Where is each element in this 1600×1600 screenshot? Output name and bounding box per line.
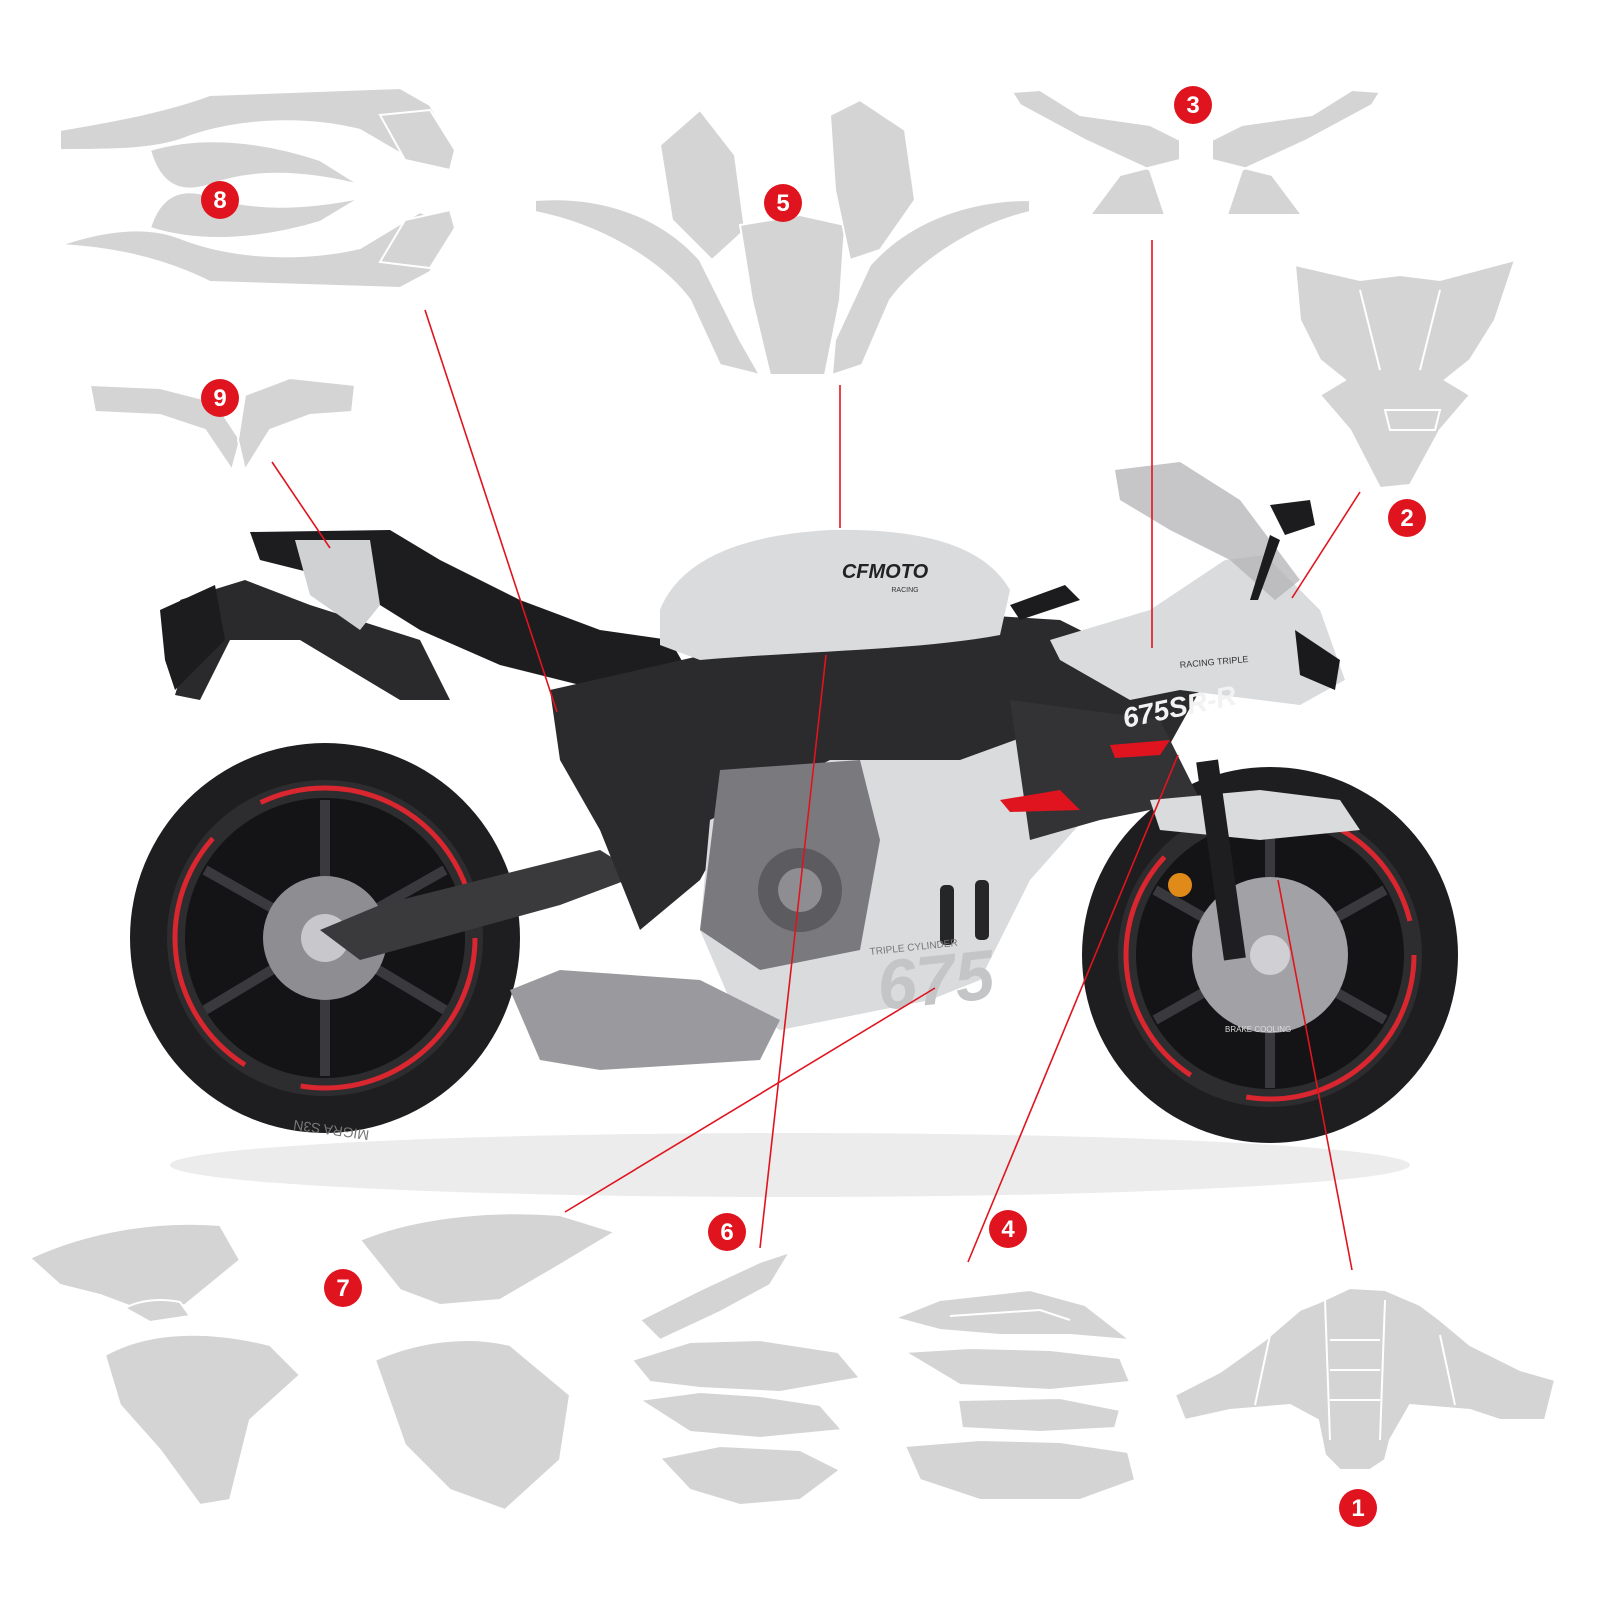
svg-text:5: 5 — [776, 190, 789, 217]
decal-piece-group-3 — [1010, 88, 1382, 216]
motorcycle: CFMOTO RACING 675SR-R 675 TRIPLE CYLINDE… — [130, 462, 1458, 1197]
leader-line-7 — [564, 987, 936, 1213]
leader-line-8 — [424, 309, 558, 713]
svg-text:4: 4 — [1001, 1216, 1015, 1243]
callout-badge-2: 2 — [1388, 499, 1426, 537]
decal-piece-group-7 — [28, 1212, 618, 1512]
decal-piece-group-1 — [1173, 1286, 1557, 1471]
decal-piece-group-2 — [1293, 258, 1517, 490]
decal-piece-group-6 — [630, 1250, 862, 1507]
tank-brand-sub: RACING — [891, 587, 918, 594]
leader-line-4 — [967, 754, 1179, 1263]
tank-brand: CFMOTO — [842, 561, 929, 583]
decal-piece-group-5 — [534, 98, 1031, 377]
callout-badge-4: 4 — [989, 1210, 1027, 1248]
leader-line-2 — [1291, 491, 1361, 599]
leader-line-9 — [271, 461, 331, 549]
callout-badge-6: 6 — [708, 1213, 746, 1251]
callout-badge-5: 5 — [764, 184, 802, 222]
callout-badge-9: 9 — [201, 379, 239, 417]
svg-text:2: 2 — [1400, 505, 1413, 532]
svg-text:9: 9 — [213, 385, 226, 412]
svg-text:1: 1 — [1351, 1495, 1364, 1522]
callout-badge-3: 3 — [1174, 86, 1212, 124]
leader-lines — [271, 240, 1361, 1271]
front-wheel — [1082, 767, 1458, 1143]
svg-text:7: 7 — [336, 1275, 349, 1302]
callout-badge-1: 1 — [1339, 1489, 1377, 1527]
rear-wheel — [130, 743, 520, 1133]
callout-badge-8: 8 — [201, 181, 239, 219]
decal-piece-group-8 — [59, 86, 457, 290]
decal-piece-group-9 — [88, 376, 357, 473]
svg-text:3: 3 — [1186, 92, 1199, 119]
leader-line-6 — [759, 654, 827, 1249]
leader-line-1 — [1277, 879, 1353, 1271]
svg-text:6: 6 — [720, 1219, 733, 1246]
duct-caption: BRAKE COOLING — [1225, 1025, 1291, 1034]
decal-piece-group-4 — [891, 1288, 1137, 1501]
callout-badge-7: 7 — [324, 1269, 362, 1307]
svg-text:8: 8 — [213, 187, 226, 214]
fairing-number: 675 — [873, 935, 998, 1025]
